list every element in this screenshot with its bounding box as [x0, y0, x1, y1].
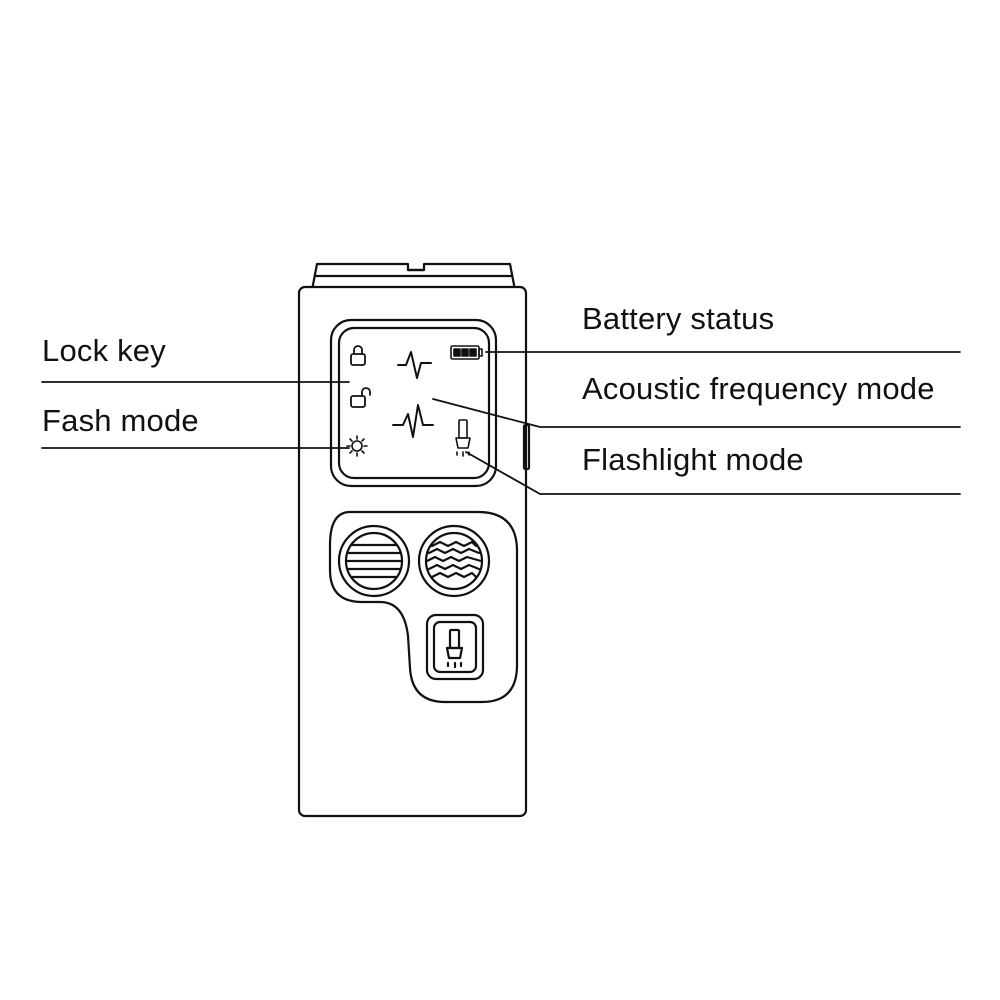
sun-icon [346, 435, 368, 457]
device-body [297, 285, 528, 818]
label-lock-key: Lock key [42, 333, 166, 368]
label-flash-mode: Fash mode [42, 403, 199, 438]
waveform-icon [392, 404, 434, 438]
speaker-grille-icon[interactable] [417, 524, 491, 598]
top-clip [310, 262, 517, 292]
leader-flashlight-mode [465, 451, 961, 495]
leader-acoustic-frequency-mode [432, 398, 961, 428]
screen [337, 326, 491, 480]
label-acoustic-frequency-mode: Acoustic frequency mode [582, 371, 935, 406]
label-flashlight-mode: Flashlight mode [582, 442, 804, 477]
flashlight-button[interactable] [425, 613, 485, 681]
leader-lines [41, 351, 961, 495]
unlock-icon [350, 387, 371, 408]
side-button[interactable] [522, 423, 531, 471]
battery-icon [450, 345, 483, 360]
waveform-icon [397, 351, 432, 379]
button-panel [328, 510, 519, 704]
screen-bezel [329, 318, 498, 488]
speaker-grille-icon[interactable] [337, 524, 411, 598]
lock-icon [350, 345, 366, 366]
label-battery-status: Battery status [582, 301, 775, 336]
flashlight-icon [455, 419, 471, 457]
